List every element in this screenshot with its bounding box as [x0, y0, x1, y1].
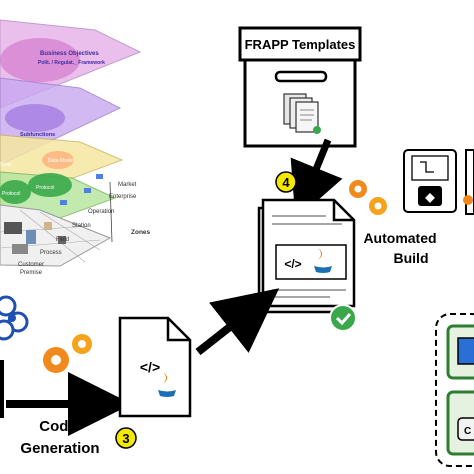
device-gear-icon [463, 195, 473, 205]
code-tag-label: </> [284, 257, 301, 271]
build-gears-icon [349, 180, 387, 215]
arrow-templates-to-build [290, 138, 343, 220]
business-objectives-label: Business Objectives [40, 51, 99, 57]
equipment-icon [12, 244, 28, 254]
equipment-icon [44, 222, 52, 230]
code-doc-tag-label: </> [140, 359, 160, 375]
automated-build-line1: Automated [363, 230, 436, 246]
tool-stand-line [0, 360, 4, 418]
arrow-code-to-build [195, 288, 280, 356]
modeling-tool-icon [0, 295, 29, 341]
zone-axis-line [109, 181, 113, 243]
git-icon: ◆ [424, 190, 435, 204]
target-platform-container: C [435, 313, 474, 467]
data-model-label: Data Model [48, 158, 74, 164]
domain-premise-label: Premise [20, 270, 43, 276]
svg-text:3: 3 [122, 431, 129, 446]
zone-item-enterprise: Enterprise [109, 194, 137, 200]
zone-item-operation: Operation [88, 209, 114, 215]
template-check-icon [313, 126, 321, 134]
equipment-icon [26, 230, 36, 244]
codegen-gears-icon [43, 334, 92, 373]
protocol-mid-label: Protocol [36, 185, 54, 191]
code-generation-line1: Code [39, 418, 77, 435]
node-label: Node [0, 162, 12, 168]
polit-regulat-label: Polit. / Regulat._ Framework [38, 60, 105, 66]
layer-stack-illustration: Business Objectives Polit. / Regulat._ F… [0, 19, 151, 276]
equipment-icon [58, 236, 66, 244]
svg-text:4: 4 [282, 175, 290, 190]
device-square [60, 200, 67, 205]
platform-module-c [457, 417, 474, 441]
zone-item-station: Station [72, 223, 91, 229]
frapp-box-lid [238, 26, 362, 62]
zone-item-process: Process [40, 250, 62, 256]
code-generation-line2: Generation [20, 440, 99, 457]
code-document: </> [118, 316, 192, 418]
stacked-documents-icon [283, 93, 321, 134]
step-3-badge: 3 [115, 427, 137, 449]
device-square [84, 188, 91, 193]
deployment-device-icon: ◆ [403, 149, 474, 215]
java-icon [314, 248, 332, 273]
automated-build-line2: Build [394, 250, 429, 266]
built-document: </> [257, 198, 357, 332]
frapp-templates-title: FRAPP Templates [245, 37, 356, 52]
device-square [96, 174, 103, 179]
code-panel [275, 244, 347, 280]
subfunctions-label: Subfunctions [20, 132, 55, 138]
equipment-icon [4, 222, 22, 234]
platform-c-label: C [464, 426, 471, 437]
step-4-badge: 4 [275, 171, 297, 193]
frapp-templates-box: FRAPP Templates [238, 26, 362, 148]
zones-axis-title: Zones [131, 229, 151, 236]
zone-item-market: Market [118, 182, 137, 188]
zone-item-field: Field [56, 237, 69, 243]
box-handle-icon [274, 70, 328, 83]
java-icon [158, 372, 176, 397]
platform-module-blue [457, 337, 474, 365]
protocol-left-label: Protocol [2, 191, 20, 197]
build-success-check-icon [329, 304, 357, 332]
domain-customer-label: Customer [18, 262, 44, 268]
